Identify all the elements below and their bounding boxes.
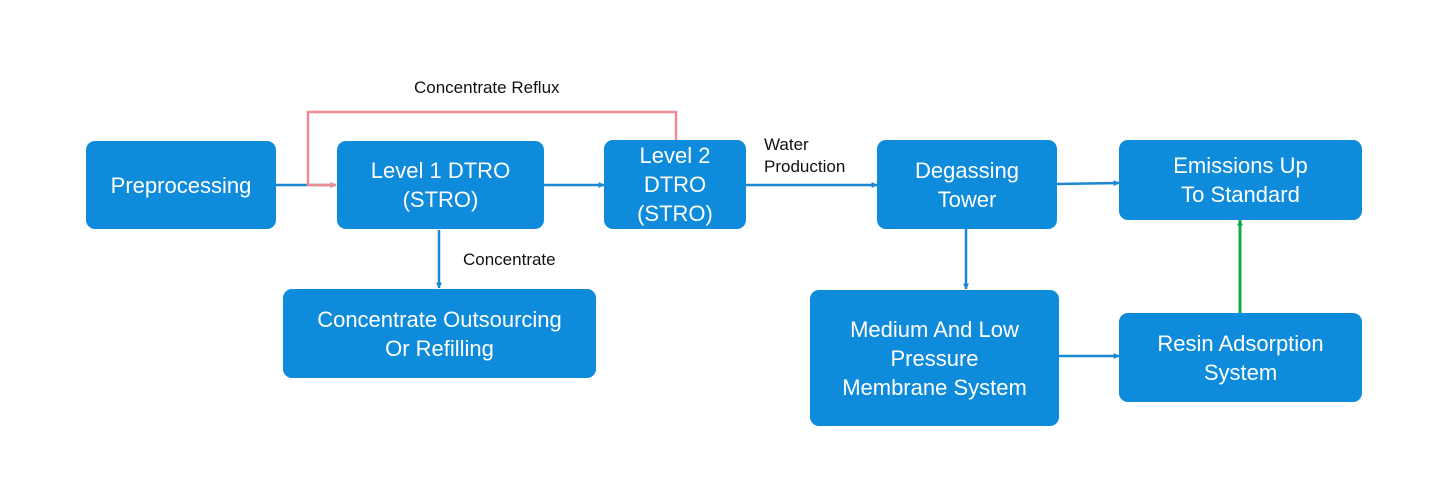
node-level1-dtro: Level 1 DTRO (STRO) [337, 141, 544, 229]
label-concentrate: Concentrate [463, 250, 556, 269]
node-emissions-standard: Emissions Up To Standard [1119, 140, 1362, 220]
label-concentrate-reflux: Concentrate Reflux [414, 78, 560, 97]
arrow-degassing-to-emissions [1056, 180, 1120, 187]
node-concentrate-outsourcing: Concentrate Outsourcing Or Refilling [283, 289, 596, 378]
node-degassing-tower: Degassing Tower [877, 140, 1057, 229]
node-resin-adsorption: Resin Adsorption System [1119, 313, 1362, 402]
label-water-production: Water Production [764, 135, 846, 176]
node-preprocessing: Preprocessing [86, 141, 276, 229]
node-membrane-system: Medium And Low Pressure Membrane System [810, 290, 1059, 426]
node-level2-dtro: Level 2 DTRO (STRO) [604, 140, 746, 229]
concentrate-reflux-line [306, 110, 678, 188]
